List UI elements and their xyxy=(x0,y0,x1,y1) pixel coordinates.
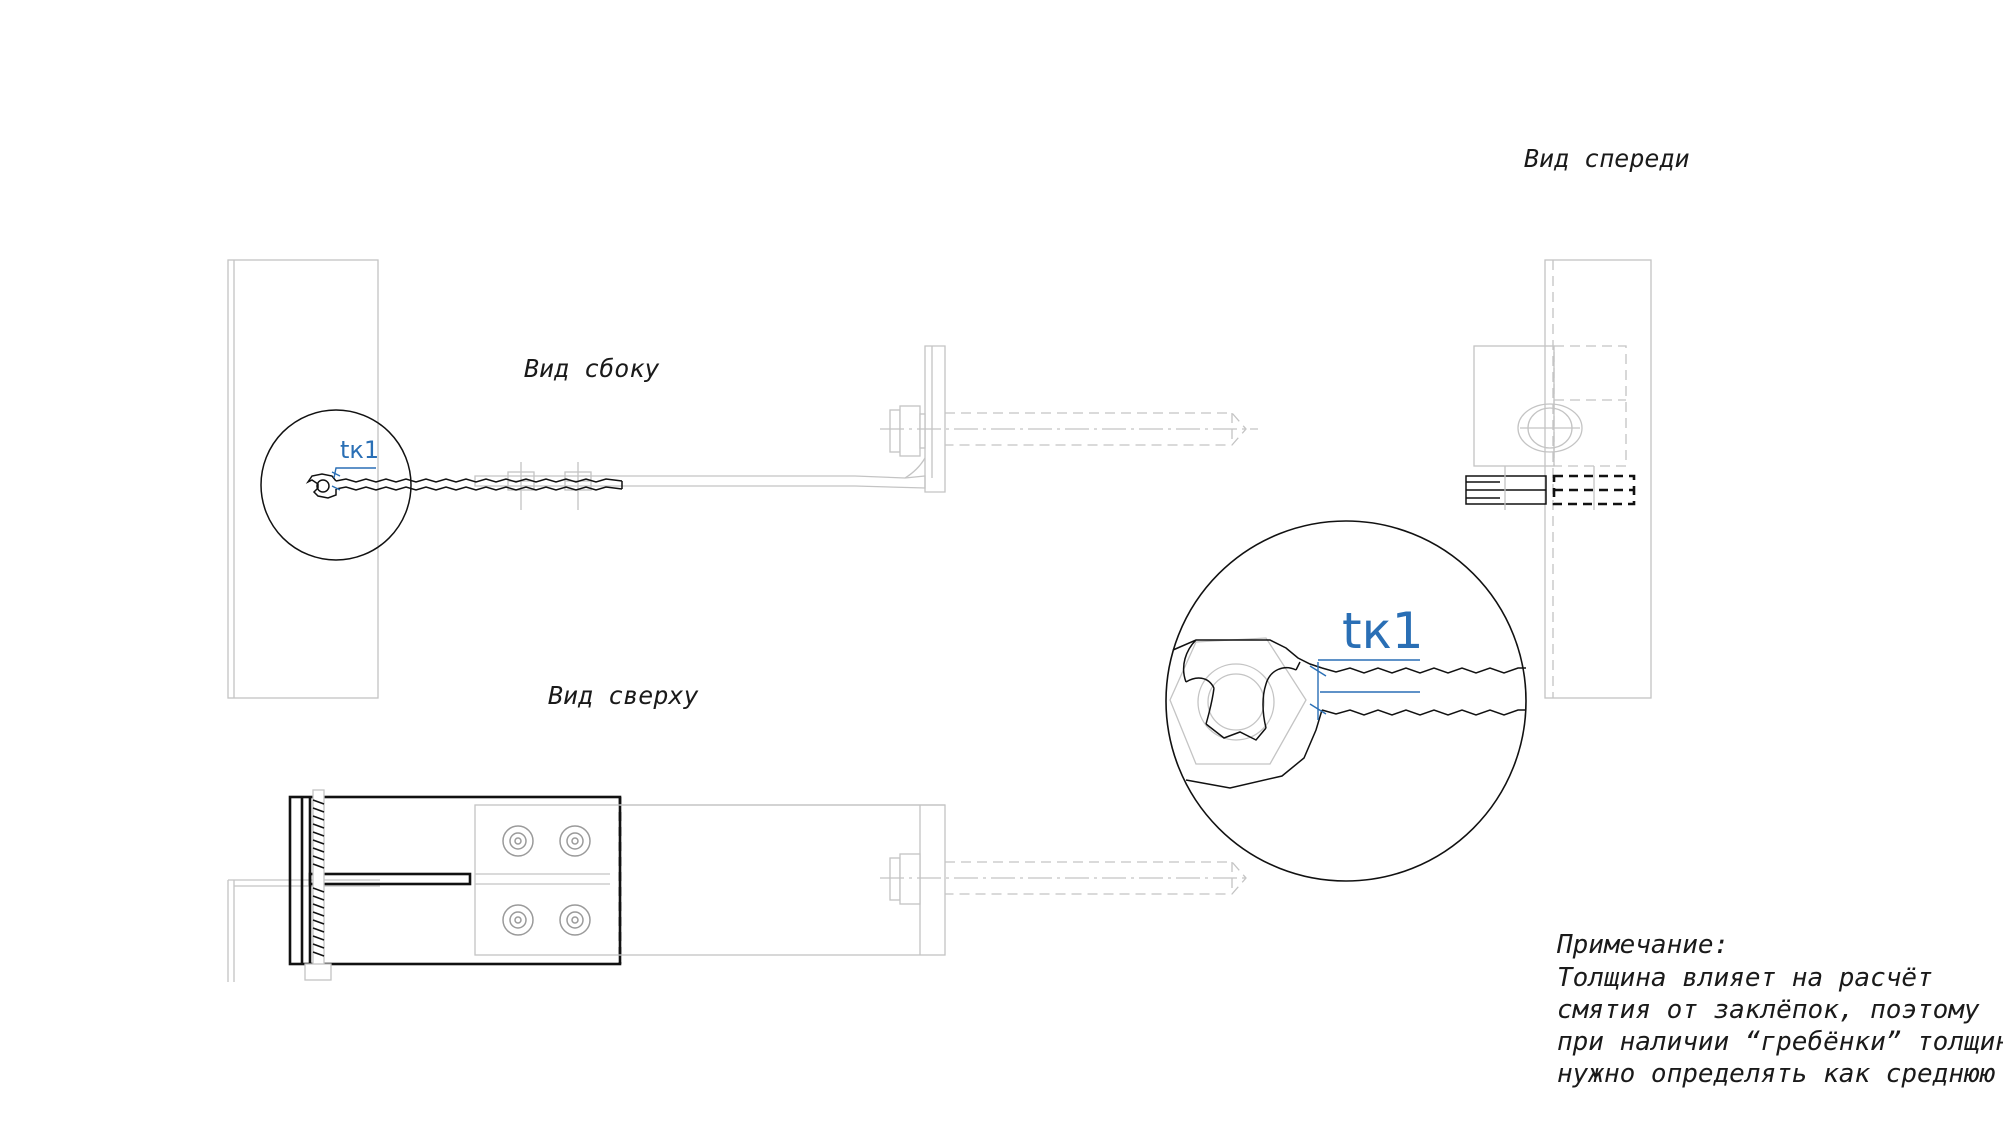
top-rivet-2 xyxy=(559,825,591,857)
note-title: Примечание: xyxy=(1556,930,1729,960)
side-detail-circle xyxy=(260,409,412,561)
top-rivet-4 xyxy=(559,904,591,936)
note-block: Примечание: Толщина влияет на расчёт смя… xyxy=(1556,930,2003,1089)
top-wall-angle xyxy=(227,879,380,982)
detail-circle xyxy=(1165,520,1527,882)
detail-web-lower xyxy=(1321,709,1526,716)
note-line-4: нужно определять как среднюю xyxy=(1557,1059,1996,1089)
top-view-title: Вид сверху xyxy=(548,681,699,710)
front-rail xyxy=(1465,466,1636,510)
side-rail xyxy=(474,475,926,489)
front-view: Вид спереди xyxy=(1465,144,1690,699)
top-rivet-1 xyxy=(502,825,534,857)
top-anchor-bolt xyxy=(880,853,1250,905)
side-wall-plate xyxy=(227,259,379,699)
front-bracket-hidden xyxy=(1553,345,1627,467)
note-line-2: смятия от заклёпок, поэтому xyxy=(1557,995,1980,1025)
note-line-3: при наличии “гребёнки” толщину xyxy=(1557,1027,2003,1057)
detail-dimension-label: tк1 xyxy=(1342,602,1424,660)
detail-hex-nut xyxy=(1169,637,1307,765)
side-dimension-tk1 xyxy=(331,467,376,491)
side-leg xyxy=(924,345,946,493)
note-line-1: Толщина влияет на расчёт xyxy=(1557,963,1933,993)
front-bolt-head xyxy=(1517,403,1583,453)
side-bracket-web xyxy=(335,478,623,483)
side-view: tк1 Вид сбоку xyxy=(227,259,1258,699)
top-rail-plate xyxy=(474,804,946,956)
detail-web-upper xyxy=(1321,667,1526,674)
top-view: Вид сверху xyxy=(227,681,1250,982)
top-rivet-3 xyxy=(502,904,534,936)
front-bracket-solid xyxy=(1473,345,1555,467)
front-view-title: Вид спереди xyxy=(1524,144,1690,173)
side-anchor-bolt xyxy=(880,405,1258,457)
detail-hook-outline xyxy=(1172,639,1323,741)
top-fastener-rod xyxy=(304,789,332,981)
front-wall-plate xyxy=(1544,259,1652,699)
enlarged-detail: tк1 xyxy=(1165,520,1527,882)
side-dimension-label: tк1 xyxy=(340,436,379,464)
detail-dimension-tk1 xyxy=(1309,659,1420,720)
side-hook-head xyxy=(305,473,337,499)
side-view-title: Вид сбоку xyxy=(524,354,659,383)
